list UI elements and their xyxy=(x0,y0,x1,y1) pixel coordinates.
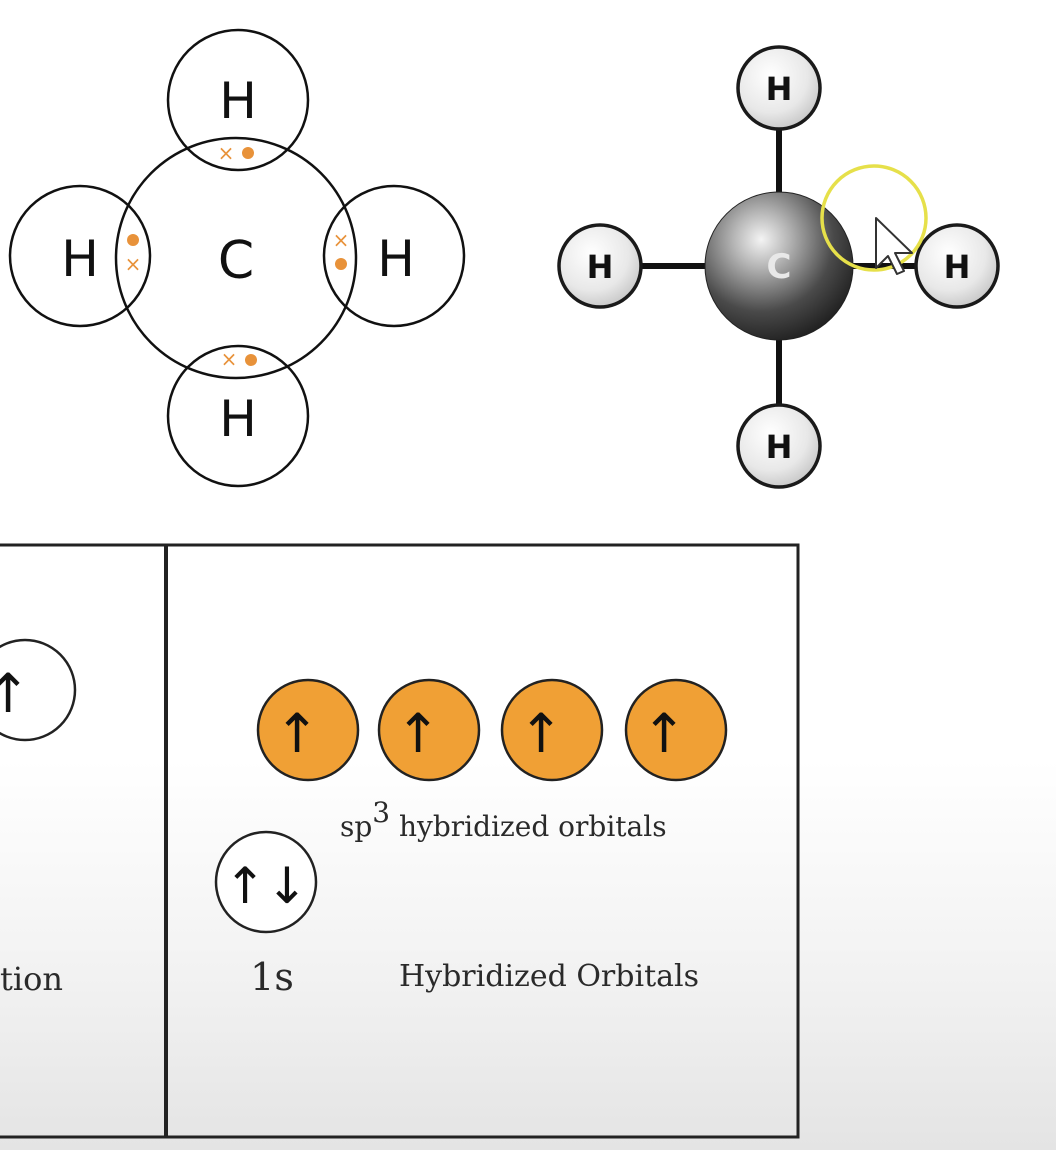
ball-stick-model: C H H H H xyxy=(557,45,1000,489)
electron-dot-top xyxy=(242,147,254,159)
hydrogen-atom-label-right: H xyxy=(944,248,971,286)
electron-cross-top: × xyxy=(218,141,235,165)
hybridized-caption: Hybridized Orbitals xyxy=(399,959,699,994)
hydrogen-label-left: H xyxy=(61,230,99,288)
cursor-highlight-ring xyxy=(820,164,928,272)
hydrogen-label-right: H xyxy=(377,230,415,288)
one-s-orbital xyxy=(214,830,318,934)
electron-cross-right: × xyxy=(333,228,350,252)
electron-dot-left xyxy=(127,234,139,246)
hydrogen-atom-top xyxy=(736,45,822,131)
one-s-orbital-arrows: ↑↓ xyxy=(224,857,308,915)
carbon-atom-label: C xyxy=(767,247,792,287)
hydrogen-atom-label-bottom: H xyxy=(766,428,793,466)
electron-dot-bottom xyxy=(245,354,257,366)
sp3-orbital-4 xyxy=(624,678,728,782)
hydrogen-atom-right xyxy=(914,223,1000,309)
hydrogen-atom-label-left: H xyxy=(587,248,614,286)
background-gradient xyxy=(0,760,1056,1150)
hydrogen-shell-top xyxy=(166,28,310,172)
hydrogen-atom-label-top: H xyxy=(766,70,793,108)
orbital-panels: ↑ tion ↑ ↑ ↑ ↑ sp3 hybridized orbitals ↑… xyxy=(0,543,800,1139)
sp3-orbital-1 xyxy=(256,678,360,782)
left-panel-orbital-arrow: ↑ xyxy=(0,662,31,725)
dot-cross-diagram: C H H H H × × × × xyxy=(8,28,466,488)
hydrogen-label-top: H xyxy=(219,72,257,130)
cursor-arrow-icon xyxy=(875,217,913,275)
hybridized-orbitals-panel: ↑ ↑ ↑ ↑ sp3 hybridized orbitals ↑↓ 1s Hy… xyxy=(164,543,800,1139)
hydrogen-atom-bottom xyxy=(736,403,822,489)
sp3-orbital-row: ↑ ↑ ↑ ↑ xyxy=(256,678,728,782)
left-panel-caption: tion xyxy=(0,960,63,998)
hybridized-panel-border xyxy=(164,543,800,1139)
electron-dot-right xyxy=(335,258,347,270)
sp3-orbital-2-arrow: ↑ xyxy=(395,702,440,765)
carbon-label: C xyxy=(218,231,254,291)
hydrogen-shell-right xyxy=(322,184,466,328)
electron-cross-left: × xyxy=(125,252,142,276)
hydrogen-shell-left xyxy=(8,184,152,328)
sp3-orbital-3 xyxy=(500,678,604,782)
sp3-label: sp3 hybridized orbitals xyxy=(340,796,667,843)
electron-cross-bottom: × xyxy=(221,347,238,371)
sp3-orbital-3-arrow: ↑ xyxy=(518,702,563,765)
one-s-label: 1s xyxy=(250,955,294,999)
hydrogen-atom-left xyxy=(557,223,643,309)
hydrogen-shell-bottom xyxy=(166,344,310,488)
left-panel-orbital xyxy=(0,638,77,742)
mouse-cursor xyxy=(820,164,928,275)
hydrogen-label-bottom: H xyxy=(219,390,257,448)
sp3-label-suffix: hybridized orbitals xyxy=(390,810,666,843)
sp3-orbital-4-arrow: ↑ xyxy=(641,702,686,765)
sp3-superscript: 3 xyxy=(372,796,390,829)
carbon-shell xyxy=(114,136,358,380)
sp3-orbital-2 xyxy=(377,678,481,782)
sp3-orbital-1-arrow: ↑ xyxy=(274,702,319,765)
